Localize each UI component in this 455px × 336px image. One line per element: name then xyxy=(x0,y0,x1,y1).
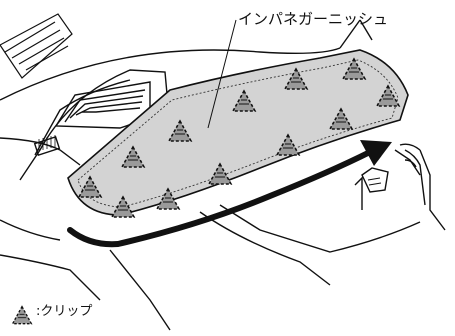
legend-label: :クリップ xyxy=(36,304,93,319)
dashboard-outline xyxy=(0,13,446,331)
legend-clip-icon xyxy=(11,305,33,325)
removal-direction-arrow xyxy=(67,140,392,248)
callout-label: インパネガーニッシュ xyxy=(238,10,389,28)
callout-leader-line xyxy=(207,19,237,129)
